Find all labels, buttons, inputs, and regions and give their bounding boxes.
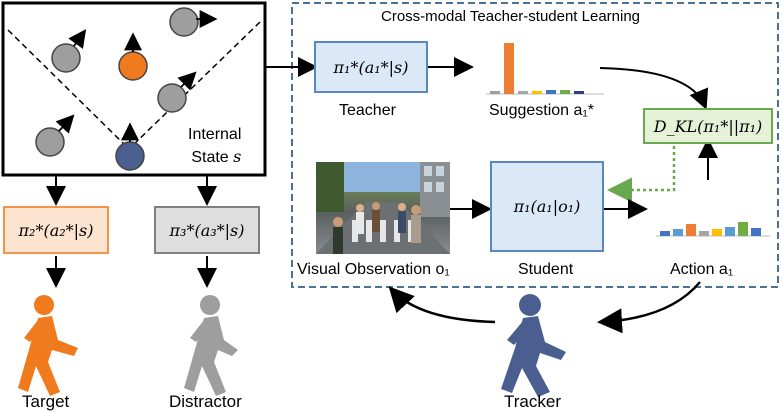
tracker-label: Tracker <box>504 392 561 411</box>
action-bar-chart <box>656 222 770 237</box>
action-label: Action a₁ <box>670 261 734 278</box>
target-label: Target <box>22 392 70 411</box>
visual-observation-label: Visual Observation o₁ <box>297 261 450 278</box>
student-box: π₁(a₁|o₁) <box>490 161 604 252</box>
teacher-formula: π₁*(a₁*|s) <box>333 57 409 77</box>
panel-title: Cross-modal Teacher-student Learning <box>381 8 641 25</box>
kl-formula: D_KL(π₁*||π₁) <box>653 116 763 136</box>
teacher-box: π₁*(a₁*|s) <box>314 41 428 93</box>
distractor-policy-box: π₃*(a₃*|s) <box>154 206 260 254</box>
distractor-figure <box>184 295 238 396</box>
internal-state-line2: State s <box>188 146 241 169</box>
tracker-figure <box>501 294 566 397</box>
internal-state-line1: Internal <box>188 126 242 143</box>
target-policy-box: π₂*(a₂*|s) <box>3 206 109 254</box>
student-label: Student <box>518 261 574 278</box>
teacher-label: Teacher <box>339 102 396 119</box>
target-policy-formula: π₂*(a₂*|s) <box>18 220 94 240</box>
cross-modal-panel <box>291 2 779 288</box>
suggestion-label: Suggestion a₁* <box>489 102 595 119</box>
target-figure <box>18 295 78 396</box>
street-scene-drawing <box>316 162 450 254</box>
suggestion-bar-chart <box>486 43 604 95</box>
distractor-label: Distractor <box>169 392 242 411</box>
internal-state-word: State <box>191 149 229 166</box>
internal-state-label: Internal State s <box>188 124 241 169</box>
internal-state-var: s <box>233 147 242 166</box>
kl-box: D_KL(π₁*||π₁) <box>643 108 773 144</box>
distractor-policy-formula: π₃*(a₃*|s) <box>169 220 245 240</box>
agent-circles <box>35 7 218 171</box>
visual-observation-image <box>316 162 450 254</box>
student-formula: π₁(a₁|o₁) <box>513 197 581 216</box>
